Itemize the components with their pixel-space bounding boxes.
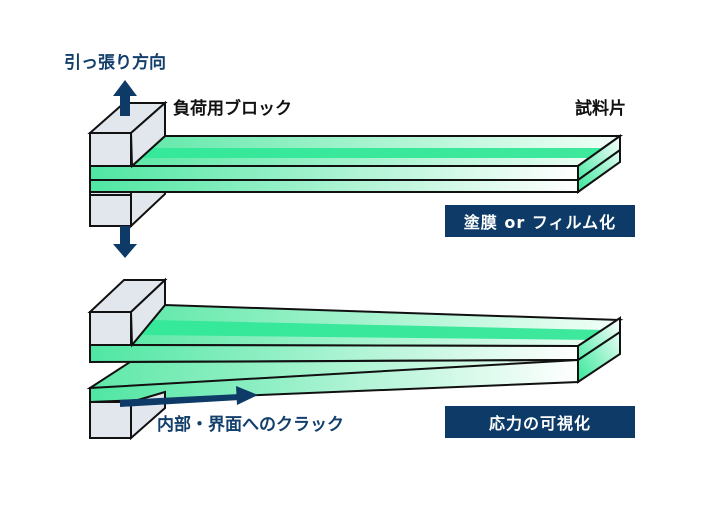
coating-badge: 塗膜 or フィルム化 [445, 205, 635, 237]
load-block-upper-2 [87, 277, 168, 348]
stress-visualization-badge: 応力の可視化 [445, 406, 635, 438]
top-film-stripe [142, 148, 607, 158]
bottom-specimen [86, 303, 624, 404]
lower-film-edge [89, 179, 579, 193]
pull-direction-label: 引っ張り方向 [64, 53, 166, 73]
upper-layer-stripe [142, 320, 605, 340]
load-block-label: 負荷用ブロック [173, 99, 292, 119]
crack-label: 内部・界面へのクラック [157, 415, 344, 435]
pull-up-arrow [113, 80, 137, 116]
pull-down-arrow [113, 226, 137, 258]
top-specimen [89, 134, 624, 194]
bottom-end-face [577, 316, 621, 384]
upper-film-edge [89, 165, 579, 181]
load-block-upper [87, 100, 168, 169]
crack-arrow [120, 386, 258, 407]
load-block-lower [89, 191, 166, 229]
specimen-label: 試料片 [575, 99, 626, 119]
